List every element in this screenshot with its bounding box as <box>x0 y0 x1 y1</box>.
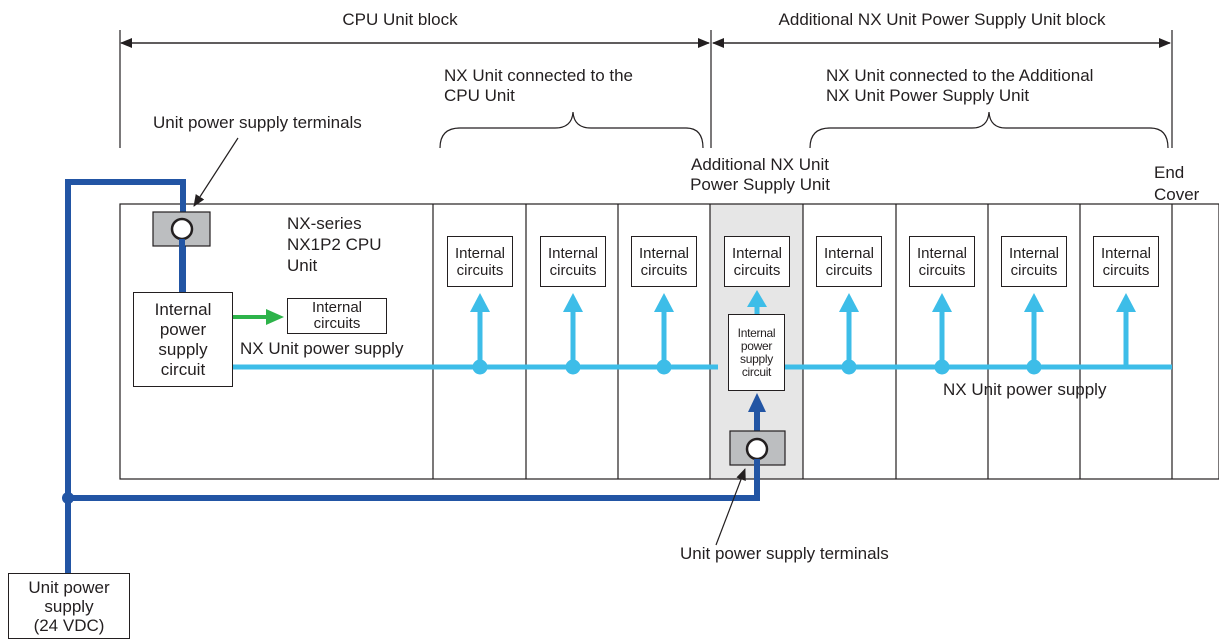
additional-psu-arrow <box>748 393 766 412</box>
unit-power-supply-source: Unit power supply (24 VDC) <box>8 573 130 639</box>
cpu-unit-label: NX-series NX1P2 CPU Unit <box>287 214 382 275</box>
nx-unit-power-supply-label-left: NX Unit power supply <box>240 339 404 358</box>
cpu-connected-group-label: NX Unit connected to the CPU Unit <box>444 66 634 105</box>
block-dimension-lines <box>119 30 1173 148</box>
brace-cpu-group <box>439 111 704 149</box>
additional-connected-group-label: NX Unit connected to the Additional NX U… <box>826 66 1094 105</box>
additional-block-label: Additional NX Unit Power Supply Unit blo… <box>778 10 1106 29</box>
additional-internal-power-supply-box: Internal power supply circuit <box>728 314 785 391</box>
internal-circuit-arrow <box>233 309 284 325</box>
cpu-internal-circuits-box: Internal circuits <box>287 298 387 334</box>
nx-unit-power-supply-label-right: NX Unit power supply <box>943 380 1107 399</box>
cpu-block-label: CPU Unit block <box>342 10 458 29</box>
brace-additional-group <box>809 111 1169 149</box>
wire-junction <box>62 492 74 504</box>
additional-unit-label: Additional NX Unit Power Supply Unit <box>690 155 830 194</box>
leader-lines <box>193 137 746 546</box>
end-cover-label: End Cover <box>1154 163 1200 204</box>
cpu-internal-power-supply-box: Internal power supply circuit <box>133 292 233 387</box>
unit-power-terminals-label-bottom: Unit power supply terminals <box>680 544 889 563</box>
unit-power-terminals-label-top: Unit power supply terminals <box>153 113 362 132</box>
nx-power-bus <box>233 290 1172 375</box>
